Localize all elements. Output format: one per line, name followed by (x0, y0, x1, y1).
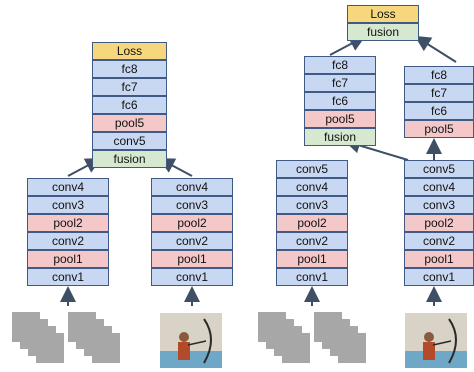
right-rgb-layer-fc8: fc8 (404, 66, 474, 84)
right-flow-layer-conv5: conv5 (276, 160, 348, 178)
left-head-layer-fc6: fc6 (92, 96, 167, 114)
right-flow-input-stack (258, 312, 376, 368)
left-flow-input-stack (12, 312, 130, 368)
right-flow-layer-conv1: conv1 (276, 268, 348, 286)
left-flow-layer-conv1: conv1 (27, 268, 109, 286)
right-flow-layer-fc7: fc7 (304, 74, 376, 92)
right-rgb-layer-pool5: pool5 (404, 120, 474, 138)
left-head-layer-fc7: fc7 (92, 78, 167, 96)
left-rgb-input-frame (160, 313, 222, 368)
left-flow-layer-pool1: pool1 (27, 250, 109, 268)
left-flow-layer-conv2: conv2 (27, 232, 109, 250)
right-rgb-layer-conv5: conv5 (404, 160, 474, 178)
right-rgb-layer-pool2: pool2 (404, 214, 474, 232)
left-rgb-layer-pool2: pool2 (151, 214, 233, 232)
arrow-right-rgb-to-top-fusion (414, 35, 457, 63)
left-flow-layer-conv3: conv3 (27, 196, 109, 214)
left-rgb-layer-conv1: conv1 (151, 268, 233, 286)
right-flow-layer-pool1: pool1 (276, 250, 348, 268)
left-flow-layer-conv4: conv4 (27, 178, 109, 196)
right-rgb-layer-conv1: conv1 (404, 268, 474, 286)
right-flow-layer-pool2: pool2 (276, 214, 348, 232)
right-rgb-layer-conv2: conv2 (404, 232, 474, 250)
arrow-left-rgb-to-fusion (158, 158, 193, 177)
left-flow-layer-pool2: pool2 (27, 214, 109, 232)
right-top-layer-loss: Loss (347, 5, 419, 23)
right-rgb-layer-conv4: conv4 (404, 178, 474, 196)
right-rgb-layer-fc7: fc7 (404, 84, 474, 102)
right-rgb-layer-conv3: conv3 (404, 196, 474, 214)
right-flow-layer-fusion: fusion (304, 128, 376, 146)
left-rgb-layer-conv2: conv2 (151, 232, 233, 250)
right-top-layer-fusion: fusion (347, 23, 419, 41)
right-rgb-layer-fc6: fc6 (404, 102, 474, 120)
archer-photo-icon (160, 313, 222, 368)
left-head-layer-fc8: fc8 (92, 60, 167, 78)
left-rgb-layer-conv3: conv3 (151, 196, 233, 214)
left-head-layer-loss: Loss (92, 42, 167, 60)
flow-frame-thumbnail (282, 333, 310, 363)
left-rgb-layer-conv4: conv4 (151, 178, 233, 196)
left-head-layer-fusion: fusion (92, 150, 167, 168)
flow-frame-thumbnail (338, 333, 366, 363)
right-flow-layer-fc6: fc6 (304, 92, 376, 110)
right-flow-layer-pool5: pool5 (304, 110, 376, 128)
right-flow-layer-conv2: conv2 (276, 232, 348, 250)
right-rgb-layer-pool1: pool1 (404, 250, 474, 268)
right-rgb-input-frame (405, 313, 467, 368)
archer-photo-icon (405, 313, 467, 368)
left-head-layer-pool5: pool5 (92, 114, 167, 132)
right-flow-layer-fc8: fc8 (304, 56, 376, 74)
flow-frame-thumbnail (92, 333, 120, 363)
right-flow-layer-conv4: conv4 (276, 178, 348, 196)
right-flow-layer-conv3: conv3 (276, 196, 348, 214)
flow-frame-thumbnail (36, 333, 64, 363)
left-head-layer-conv5: conv5 (92, 132, 167, 150)
left-rgb-layer-pool1: pool1 (151, 250, 233, 268)
